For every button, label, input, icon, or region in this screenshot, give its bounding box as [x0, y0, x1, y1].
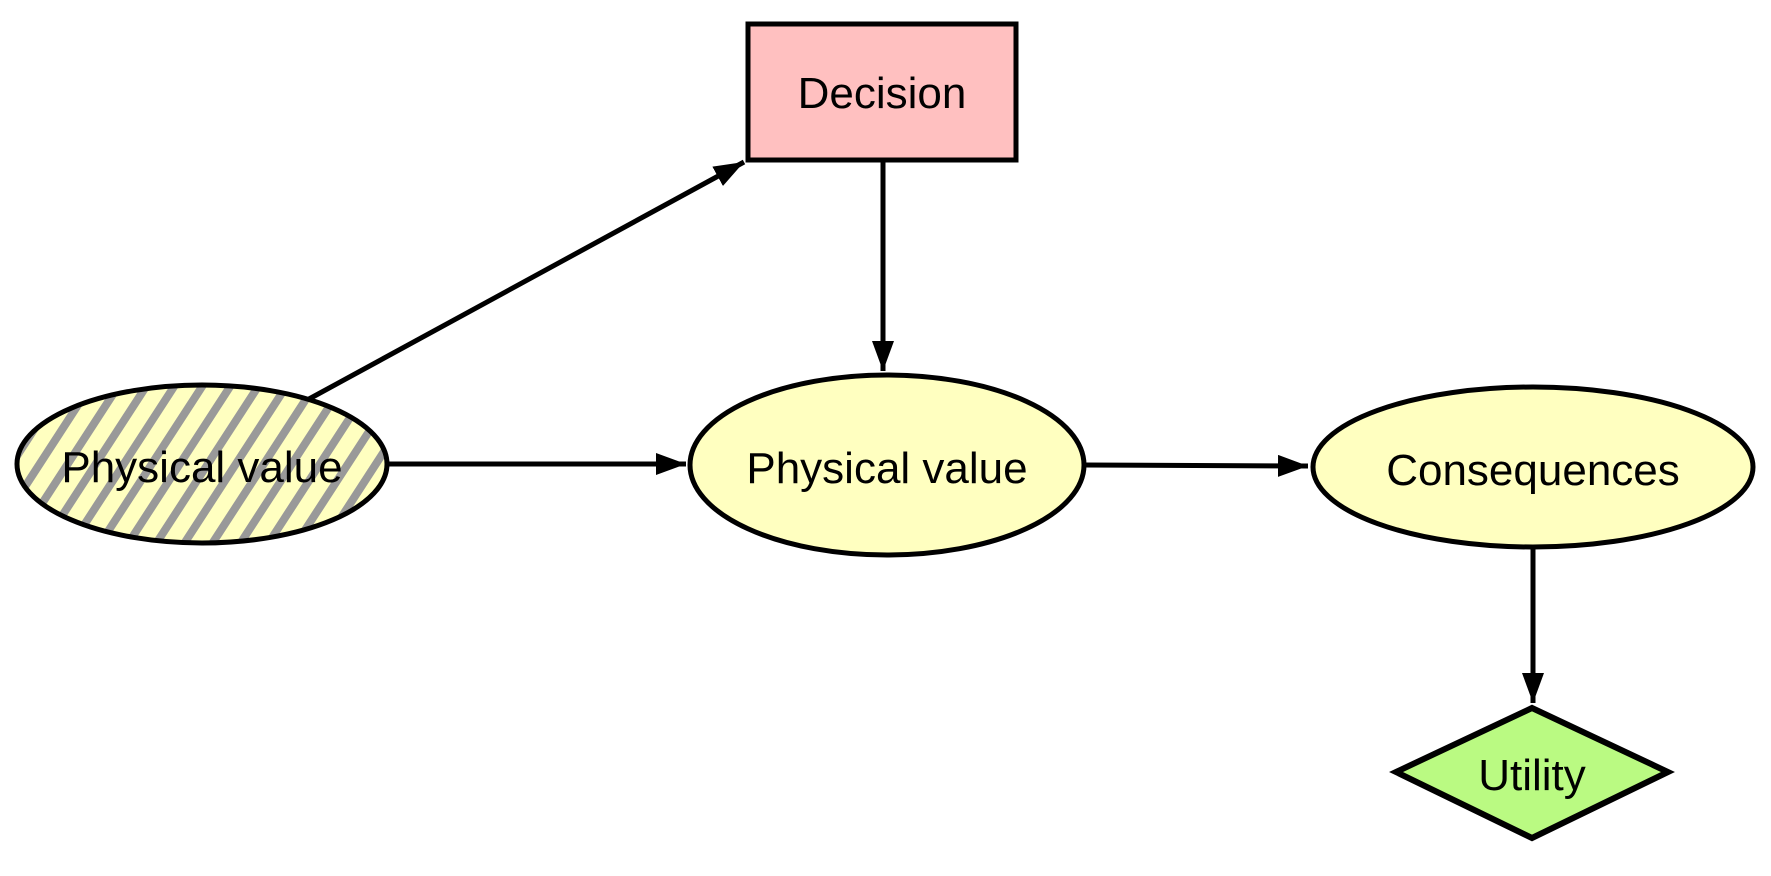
chance-node-ellipse [687, 372, 1087, 558]
edge-layer [307, 159, 1544, 703]
node-physical-value-hatched: Physical value [14, 382, 390, 546]
node-physical-value: Physical value [687, 372, 1087, 558]
node-label-utility: Utility [1478, 751, 1586, 800]
chance-node-hatched-ellipse [14, 382, 390, 546]
node-label-physical-value: Physical value [746, 444, 1027, 493]
node-label-decision: Decision [798, 69, 967, 118]
node-label-physical-value-hatched: Physical value [61, 443, 342, 492]
node-decision: Decision [745, 21, 1019, 163]
decision-node-rectangle [745, 21, 1019, 163]
edge-physical-value-hatched-to-decision [307, 159, 746, 402]
utility-node-diamond [1389, 704, 1675, 842]
node-consequences: Consequences [1310, 384, 1756, 550]
node-label-consequences: Consequences [1386, 446, 1680, 495]
chance-node-ellipse [1310, 384, 1756, 550]
edge-physical-value-to-consequences [1083, 454, 1309, 477]
node-utility: Utility [1389, 704, 1675, 842]
